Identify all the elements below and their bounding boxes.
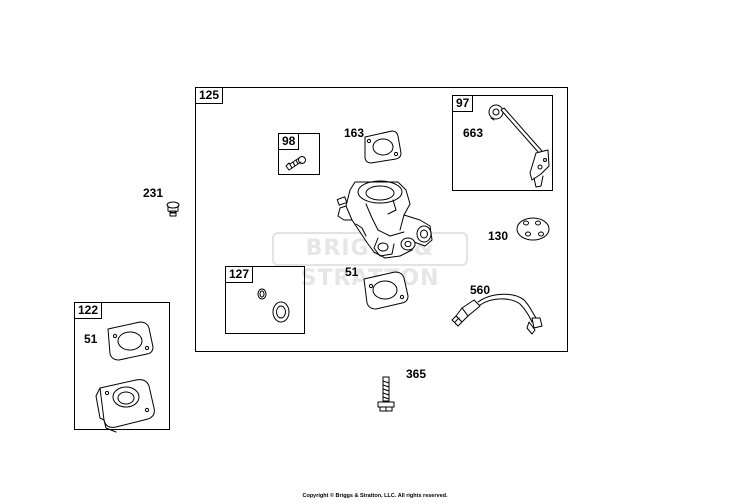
- screw-231-icon: [166, 201, 180, 217]
- part-number-51-kit: 51: [84, 332, 98, 346]
- valve-disc-130-icon: [516, 217, 550, 241]
- part-number-231: 231: [143, 186, 164, 200]
- assembly-box-127: 127: [225, 266, 305, 334]
- choke-lever-663-icon: [488, 104, 550, 188]
- assembly-box-98: 98: [278, 133, 320, 175]
- gasket-51-icon: [363, 271, 409, 310]
- part-number-163: 163: [344, 126, 365, 140]
- gasket-163-icon: [364, 130, 402, 164]
- assembly-label-127: 127: [226, 267, 254, 283]
- assembly-label-97: 97: [453, 96, 474, 112]
- part-number-51-gasket: 51: [345, 265, 359, 279]
- o-rings-127-icon: [257, 288, 290, 323]
- idle-screw-98-icon: [285, 156, 306, 171]
- assembly-label-98: 98: [279, 134, 300, 150]
- assembly-label-122: 122: [75, 303, 103, 319]
- kit-spacer-block-icon: [95, 379, 155, 433]
- assembly-box-97: 97: [452, 95, 553, 191]
- part-number-560: 560: [470, 283, 491, 297]
- copyright-notice: Copyright © Briggs & Stratton, LLC. All …: [302, 493, 448, 499]
- assembly-label-125: 125: [196, 88, 224, 104]
- kit-gasket-51-icon: [107, 321, 154, 361]
- part-number-663: 663: [463, 126, 484, 140]
- part-number-365: 365: [406, 367, 427, 381]
- fuel-solenoid-560-icon: [451, 293, 543, 335]
- assembly-box-125: 125: [195, 87, 568, 352]
- bolt-365-icon: [377, 376, 395, 412]
- carburetor-body-icon: [336, 180, 433, 259]
- assembly-box-122: 122: [74, 302, 170, 430]
- part-number-130: 130: [488, 229, 509, 243]
